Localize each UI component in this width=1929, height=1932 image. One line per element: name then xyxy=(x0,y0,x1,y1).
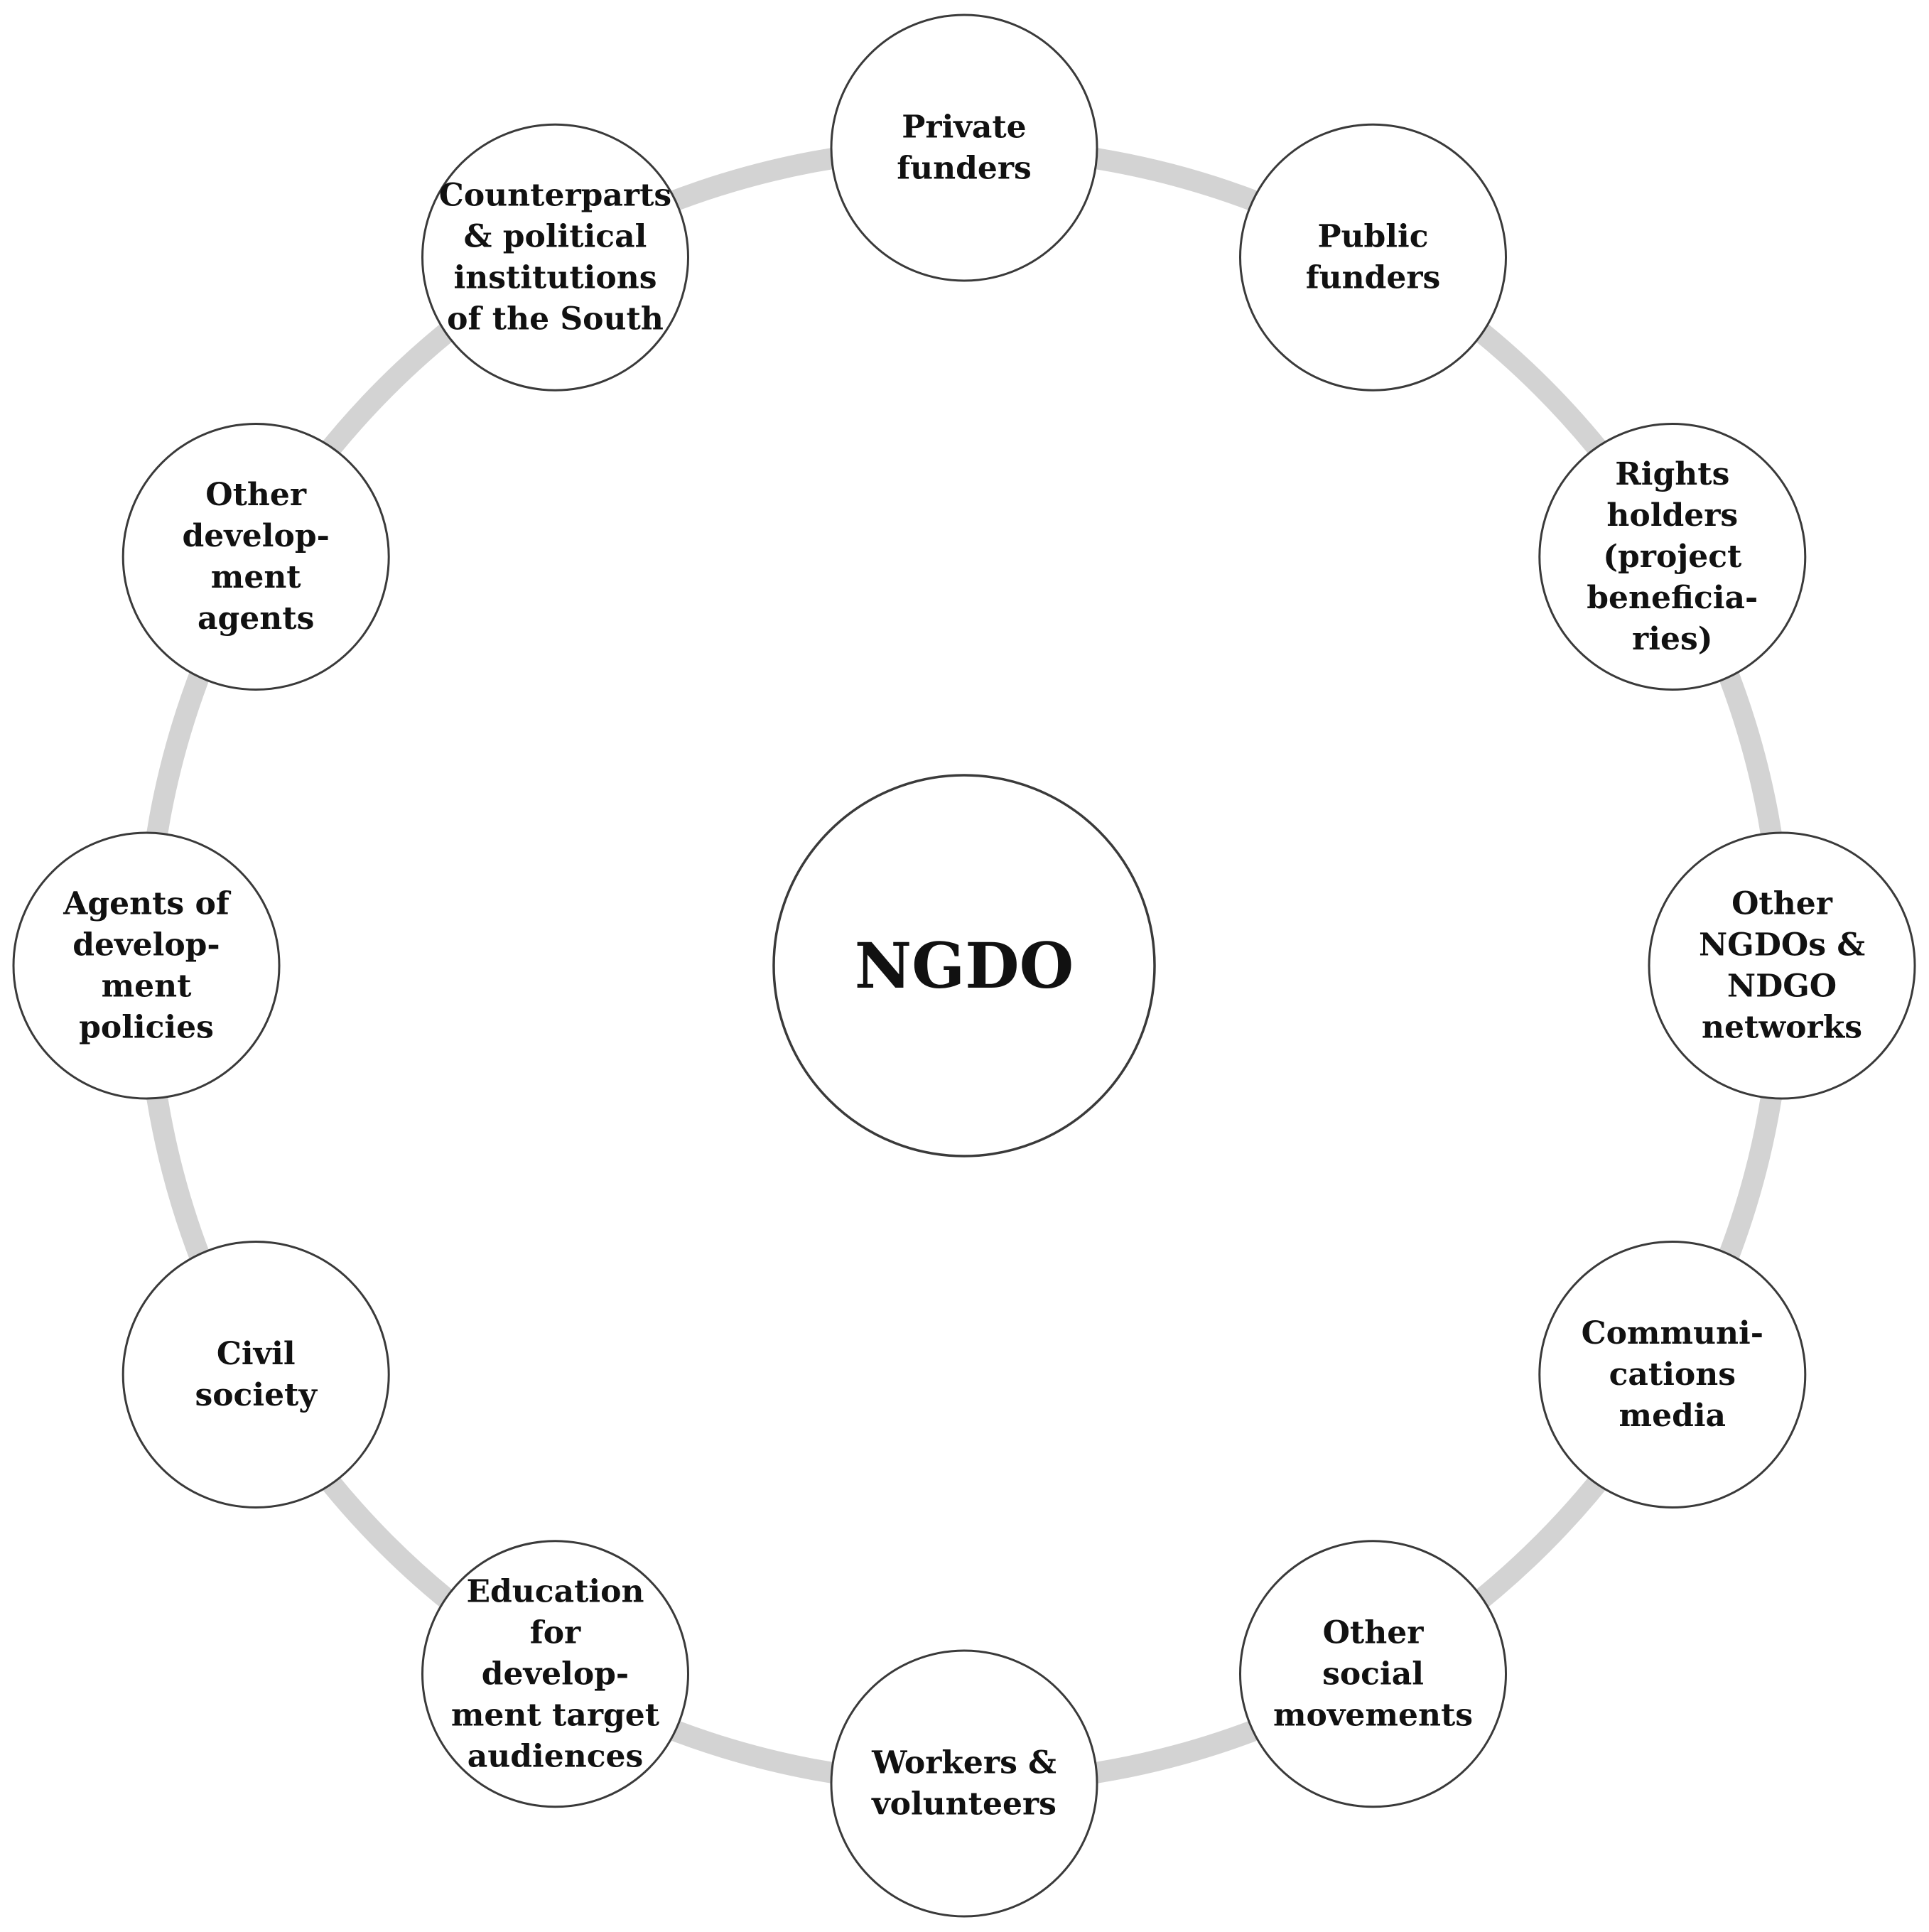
node-label-line: movements xyxy=(1273,1697,1473,1733)
node-label-line: Rights xyxy=(1615,456,1729,492)
node-label-line: Education xyxy=(467,1573,644,1609)
node-label-line: Civil xyxy=(217,1336,296,1372)
node-label-communications-media: Communi-cations media xyxy=(1582,1315,1763,1434)
node-label-line: networks xyxy=(1702,1010,1862,1046)
node-label-private-funders: Private funders xyxy=(897,109,1032,187)
node-other-development-agents: Other develop-ment agents xyxy=(121,423,390,691)
node-label-line: develop- xyxy=(482,1656,629,1692)
node-label-line: NDGO xyxy=(1727,968,1837,1005)
node-label-line: (project xyxy=(1603,539,1742,575)
node-circle-education-target-audiences xyxy=(421,1540,689,1808)
node-label-line: holders xyxy=(1606,497,1738,534)
node-label-line: of the South xyxy=(447,301,664,338)
node-label-public-funders: Public funders xyxy=(1306,219,1441,296)
node-label-line: Private xyxy=(902,109,1026,146)
node-label-line: social xyxy=(1322,1656,1424,1692)
node-label-line: ment target xyxy=(451,1697,660,1733)
node-label-line: develop- xyxy=(182,518,329,554)
node-other-social-movements: Other social movements xyxy=(1239,1540,1507,1808)
node-label-line: Communi- xyxy=(1582,1315,1763,1351)
node-label-line: institutions xyxy=(454,260,657,296)
center-node-label: NGDO xyxy=(855,929,1074,1003)
node-label-line: Agents of xyxy=(63,886,232,922)
node-circle-other-development-agents xyxy=(121,423,390,691)
node-label-line: funders xyxy=(1306,260,1441,296)
node-circle-rights-holders xyxy=(1538,423,1807,691)
node-label-line: & political xyxy=(464,219,647,255)
node-label-line: Other xyxy=(1731,886,1833,922)
node-civil-society: Civil society xyxy=(121,1241,390,1509)
center-node-circle xyxy=(772,774,1156,1157)
node-label-other-social-movements: Other social movements xyxy=(1273,1614,1473,1733)
node-label-line: Other xyxy=(205,477,307,513)
node-circle-workers-volunteers xyxy=(830,1649,1098,1918)
node-circle-other-social-movements xyxy=(1239,1540,1507,1808)
node-private-funders: Private funders xyxy=(830,14,1098,282)
node-label-line: ment xyxy=(102,968,193,1005)
node-label-line: policies xyxy=(79,1010,214,1046)
node-label-line: audiences xyxy=(468,1738,644,1774)
node-label-rights-holders: Rights holders (project beneficia-ries) xyxy=(1587,456,1758,657)
node-label-line: ment xyxy=(211,559,302,595)
node-label-line: ries) xyxy=(1632,621,1712,657)
node-label-line: Workers & xyxy=(871,1745,1057,1781)
node-label-civil-society: Civil society xyxy=(195,1336,318,1413)
node-label-line: media xyxy=(1619,1398,1727,1434)
node-counterparts-political-institutions: Counterparts & political institutions of th… xyxy=(421,123,689,392)
center-node: NGDO xyxy=(772,774,1156,1157)
node-label-line: society xyxy=(195,1377,318,1413)
node-agents-of-development-policies: Agents of develop-ment policies xyxy=(12,831,281,1100)
node-circle-public-funders xyxy=(1239,123,1507,392)
node-label-line: volunteers xyxy=(871,1786,1057,1823)
node-label-line: Counterparts xyxy=(439,178,671,214)
node-label-workers-volunteers: Workers & volunteers xyxy=(871,1745,1057,1823)
node-circle-other-ngdos xyxy=(1648,831,1916,1100)
node-label-line: Other xyxy=(1323,1614,1425,1651)
node-label-line: agents xyxy=(198,600,314,637)
node-label-counterparts-political-institutions: Counterparts & political institutions of th… xyxy=(439,178,671,338)
node-label-agents-of-development-policies: Agents of develop-ment policies xyxy=(63,886,232,1046)
node-communications-media: Communi-cations media xyxy=(1538,1241,1807,1509)
node-label-line: funders xyxy=(897,151,1032,187)
node-public-funders: Public funders xyxy=(1239,123,1507,392)
node-rights-holders: Rights holders (project beneficia-ries) xyxy=(1538,423,1807,691)
node-label-line: for xyxy=(530,1614,581,1651)
node-label-education-target-audiences: Education for develop-ment target audiences xyxy=(451,1573,660,1774)
node-circle-private-funders xyxy=(830,14,1098,282)
node-circle-civil-society xyxy=(121,1241,390,1509)
node-workers-volunteers: Workers & volunteers xyxy=(830,1649,1098,1918)
node-label-line: cations xyxy=(1609,1356,1736,1393)
node-label-line: develop- xyxy=(72,927,220,964)
node-label-line: Public xyxy=(1317,219,1428,255)
node-circle-agents-of-development-policies xyxy=(12,831,281,1100)
node-education-target-audiences: Education for develop-ment target audiences xyxy=(421,1540,689,1808)
node-label-line: beneficia- xyxy=(1587,580,1758,616)
node-label-line: NGDOs & xyxy=(1699,927,1865,964)
node-label-other-development-agents: Other develop-ment agents xyxy=(182,477,329,637)
node-circle-counterparts-political-institutions xyxy=(421,123,689,392)
node-circle-communications-media xyxy=(1538,1241,1807,1509)
